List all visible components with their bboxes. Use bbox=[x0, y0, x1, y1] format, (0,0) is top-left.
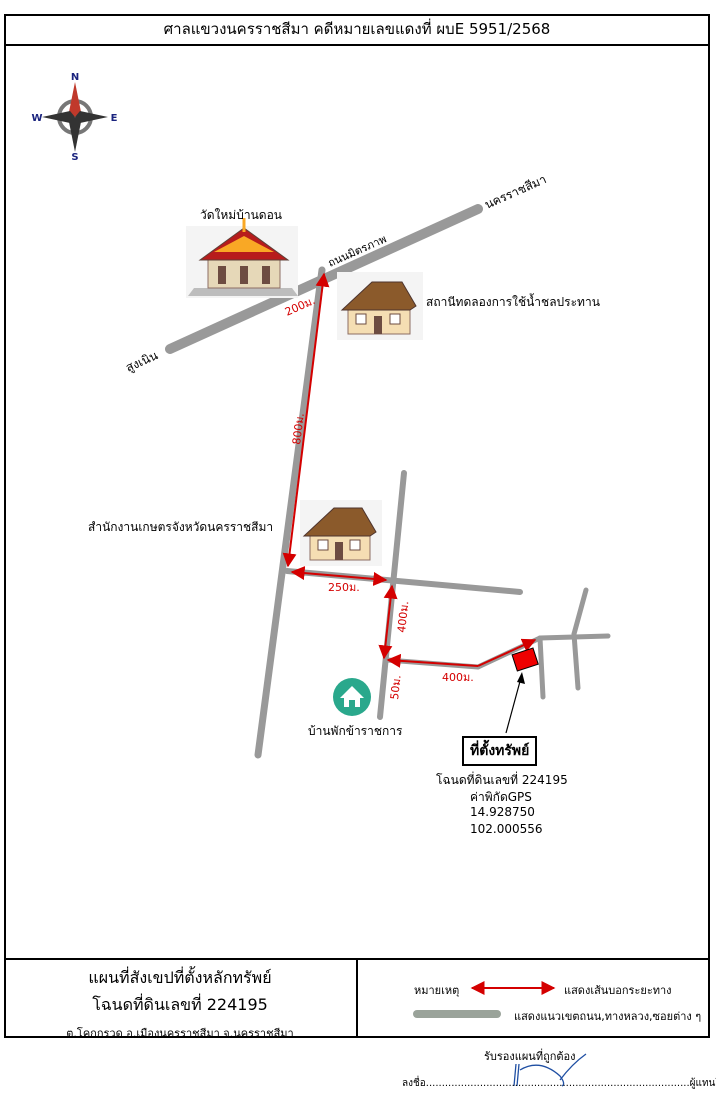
legend-road-desc: แสดงแนวเขตถนน,ทางหลวง,ซอยต่าง ๆ bbox=[514, 1010, 702, 1023]
arrow-400v bbox=[378, 584, 398, 660]
dist-400-v: 400ม. bbox=[395, 600, 411, 633]
sign-line: ลงชื่อ..................................… bbox=[402, 1076, 716, 1091]
legend-location: ต.โคกกรวด อ.เมืองนครราชสีมา จ.นครราชสีมา bbox=[66, 1027, 294, 1040]
property-lon: 102.000556 bbox=[470, 822, 543, 836]
sign-suffix: ..............ผู้แทนโจทก์ bbox=[645, 1078, 716, 1089]
road-label-north: นครราชสีมา bbox=[483, 172, 549, 212]
certify-text: รับรองแผนที่ถูกต้อง bbox=[484, 1050, 576, 1063]
property-lat: 14.928750 bbox=[470, 805, 535, 819]
legend-arrow-icon bbox=[470, 981, 556, 995]
dist-800: 800ม. bbox=[290, 412, 307, 445]
house-icon-station bbox=[337, 272, 423, 340]
legend-title-block: แผนที่สังเขปที่ตั้งหลักทรัพย์ โฉนดที่ดิน… bbox=[4, 960, 358, 1040]
arrow-400h-2 bbox=[477, 638, 537, 667]
housing-label: บ้านพักข้าราชการ bbox=[308, 724, 403, 738]
sign-prefix: ลงชื่อ..................................… bbox=[402, 1078, 646, 1089]
legend: แผนที่สังเขปที่ตั้งหลักทรัพย์ โฉนดที่ดิน… bbox=[4, 958, 710, 1040]
compass-w: W bbox=[31, 113, 42, 124]
compass-icon: N S W E bbox=[31, 72, 117, 163]
arrow-250 bbox=[290, 566, 388, 586]
property-marker bbox=[511, 647, 539, 672]
road-label-south: สูงเนิน bbox=[124, 348, 161, 375]
legend-note-label: หมายเหตุ bbox=[414, 984, 460, 997]
dist-250: 250ม. bbox=[328, 581, 360, 594]
compass-s: S bbox=[71, 152, 78, 163]
property-gps-label: ค่าพิกัดGPS bbox=[470, 790, 532, 804]
station-label: สถานีทดลองการใช้น้ำชลประทาน bbox=[426, 293, 600, 309]
temple-icon bbox=[186, 218, 298, 298]
distance-arrows bbox=[282, 272, 537, 668]
road-far-east-down bbox=[571, 631, 581, 691]
legend-road-icon bbox=[413, 1010, 501, 1018]
dist-50: 50ม. bbox=[388, 674, 404, 700]
page-title: ศาลแขวงนครราชสีมา คดีหมายเลขแดงที่ ผบE 5… bbox=[4, 14, 710, 46]
dist-400-h: 400ม. bbox=[442, 671, 474, 684]
legend-deed: โฉนดที่ดินเลขที่ 224195 bbox=[92, 995, 268, 1014]
compass-e: E bbox=[111, 113, 118, 124]
temple-label: วัดใหม่บ้านดอน bbox=[200, 208, 282, 222]
road-far-east bbox=[571, 587, 589, 637]
compass-n: N bbox=[71, 72, 79, 83]
property-pointer bbox=[505, 673, 523, 734]
legend-arrow-desc: แสดงเส้นบอกระยะทาง bbox=[564, 984, 672, 997]
house-icon-agri-office bbox=[300, 500, 382, 566]
arrow-400h bbox=[386, 653, 479, 668]
arrow-800 bbox=[282, 272, 330, 568]
legend-key: หมายเหตุ แสดงเส้นบอกระยะทาง แสดงแนวเขตถน… bbox=[360, 960, 708, 1038]
property-deed: โฉนดที่ดินเลขที่ 224195 bbox=[436, 773, 568, 787]
property-label: ที่ตั้งทรัพย์ bbox=[462, 736, 538, 766]
legend-title: แผนที่สังเขปที่ตั้งหลักทรัพย์ bbox=[88, 968, 272, 987]
signature-icon bbox=[513, 1053, 587, 1087]
road-east-down bbox=[537, 635, 546, 700]
home-icon bbox=[333, 678, 371, 716]
agri-office-label: สำนักงานเกษตรจังหวัดนครราชสีมา bbox=[88, 520, 273, 534]
